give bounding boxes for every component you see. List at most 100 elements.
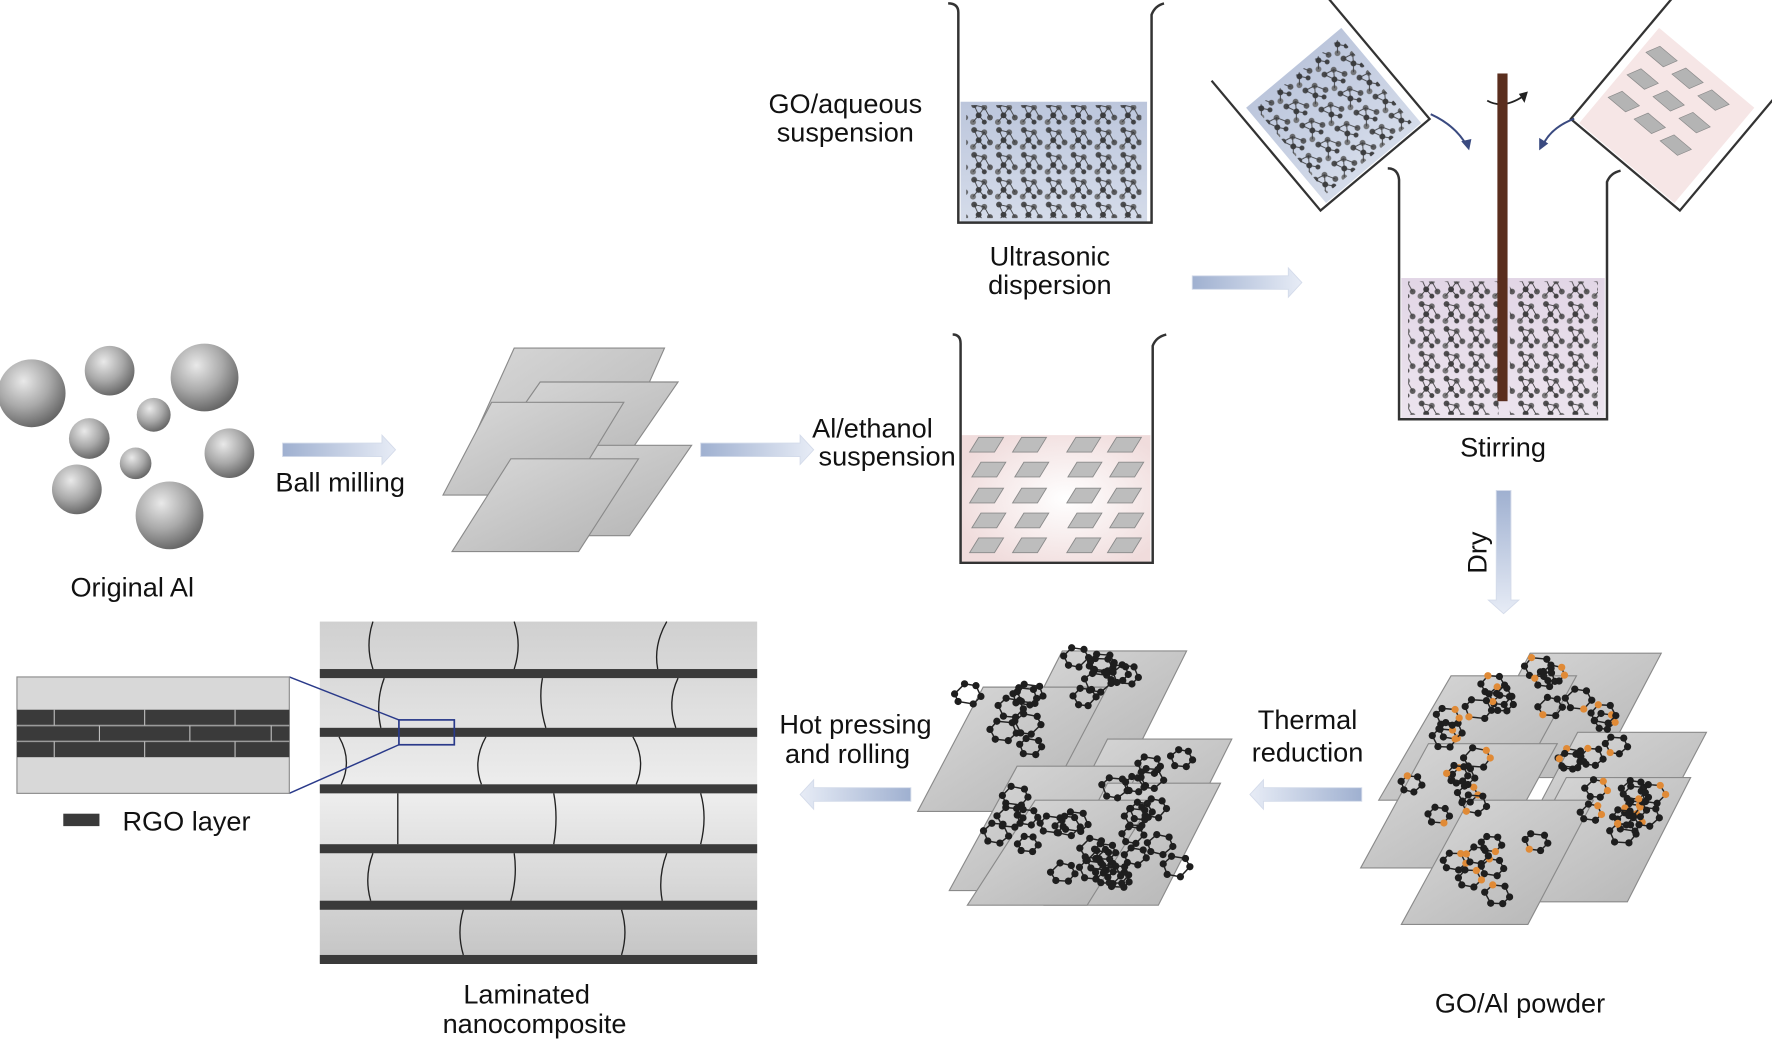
carbon-atom (1067, 832, 1075, 840)
carbon-atom (1125, 786, 1133, 795)
carbon-atom (1505, 893, 1514, 901)
carbon-atom (998, 822, 1006, 830)
carbon-atom (969, 700, 977, 708)
carbon-atom (1547, 669, 1556, 677)
carbon-atom (1087, 864, 1095, 872)
carbon-atom (1134, 861, 1142, 869)
oxygen-atom (1443, 769, 1451, 777)
carbon-atom (1466, 798, 1474, 806)
carbon-atom (1428, 731, 1436, 740)
carbon-atom (1121, 778, 1130, 786)
carbon-atom (1604, 719, 1612, 727)
carbon-atom (1577, 752, 1585, 761)
label-go-al-powder: GO/Al powder (1435, 988, 1605, 1019)
carbon-atom (1614, 806, 1622, 814)
carbon-atom (1445, 849, 1453, 857)
oxygen-atom (1465, 713, 1473, 721)
carbon-atom (1525, 671, 1534, 679)
carbon-atom (1020, 710, 1028, 718)
carbon-atom (1013, 840, 1022, 848)
carbon-atom (1016, 740, 1024, 748)
carbon-atom (1439, 856, 1447, 864)
carbon-atom (1182, 762, 1190, 771)
carbon-atom (1477, 680, 1485, 688)
carbon-atom (993, 717, 1001, 725)
carbon-atom (1431, 803, 1439, 811)
carbon-atom (979, 827, 988, 835)
carbon-atom (1039, 827, 1047, 835)
zoom-line-top (289, 676, 400, 721)
carbon-atom (1092, 875, 1100, 883)
carbon-atom (1011, 823, 1019, 831)
carbon-atom (1588, 696, 1596, 704)
carbon-atom (1139, 846, 1147, 854)
carbon-atom (996, 839, 1004, 847)
carbon-atom (1075, 863, 1084, 871)
carbon-atom (1642, 806, 1651, 814)
carbon-atom (1595, 724, 1603, 732)
carbon-atom (1418, 781, 1426, 789)
label-thermal-1: Thermal (1258, 704, 1357, 735)
al-sphere (68, 418, 110, 459)
carbon-atom (1069, 692, 1077, 700)
carbon-atom (1004, 736, 1012, 745)
oxygen-atom (1584, 744, 1592, 752)
ethanol-beaker (952, 333, 1167, 565)
carbon-atom (1397, 777, 1405, 785)
oxygen-atom (1594, 802, 1602, 810)
carbon-atom (1032, 750, 1040, 759)
carbon-atom (1084, 702, 1092, 710)
carbon-atom (1104, 655, 1112, 663)
carbon-atom (1509, 700, 1517, 709)
carbon-atom (1471, 774, 1479, 782)
carbon-atom (1625, 839, 1633, 847)
carbon-atom (1544, 839, 1552, 847)
carbon-atom (1086, 834, 1094, 842)
carbon-atom (1464, 791, 1472, 799)
carbon-atom (1031, 699, 1039, 708)
carbon-atom (1105, 774, 1113, 782)
oxygen-atom (1539, 711, 1547, 719)
carbon-atom (1543, 693, 1552, 702)
label-thermal-2: reduction (1252, 737, 1364, 768)
oxygen-atom (1606, 748, 1614, 757)
carbon-atom (1091, 654, 1099, 663)
carbon-atom (1498, 841, 1506, 849)
carbon-atom (1104, 873, 1112, 881)
carbon-atom (1002, 694, 1010, 702)
carbon-atom (1056, 859, 1064, 867)
carbon-atom (1148, 808, 1156, 816)
carbon-atom (1136, 824, 1144, 832)
carbon-atom (1024, 793, 1032, 801)
carbon-atom (1150, 784, 1158, 792)
label-go-suspension-1: GO/aqueous (768, 88, 922, 119)
carbon-atom (1022, 734, 1030, 743)
carbon-atom (1653, 799, 1661, 807)
carbon-atom (1410, 788, 1418, 796)
label-al-ethanol-2: suspension (819, 441, 956, 472)
carbon-atom (1090, 667, 1098, 675)
carbon-atom (1034, 841, 1042, 849)
carbon-atom (1104, 848, 1113, 857)
rgo-zoom-inset (16, 676, 290, 794)
carbon-atom (1447, 776, 1455, 785)
carbon-atom (1176, 873, 1185, 881)
carbon-atom (1082, 856, 1090, 865)
carbon-atom (1071, 870, 1079, 878)
carbon-atom (1482, 696, 1491, 705)
carbon-atom (1481, 714, 1489, 723)
oxygen-atom (1489, 881, 1497, 889)
carbon-atom (998, 791, 1007, 800)
arrow-dry (1487, 490, 1521, 615)
carbon-atom (1092, 868, 1100, 876)
carbon-atom (1561, 694, 1569, 702)
carbon-atom (1629, 814, 1637, 822)
carbon-atom (1042, 812, 1051, 820)
carbon-atom (1627, 821, 1635, 829)
carbon-atom (1019, 805, 1027, 814)
carbon-atom (1469, 744, 1477, 752)
zoom-line-bottom (289, 744, 400, 795)
carbon-atom (1124, 670, 1132, 679)
carbon-atom (1438, 704, 1446, 713)
